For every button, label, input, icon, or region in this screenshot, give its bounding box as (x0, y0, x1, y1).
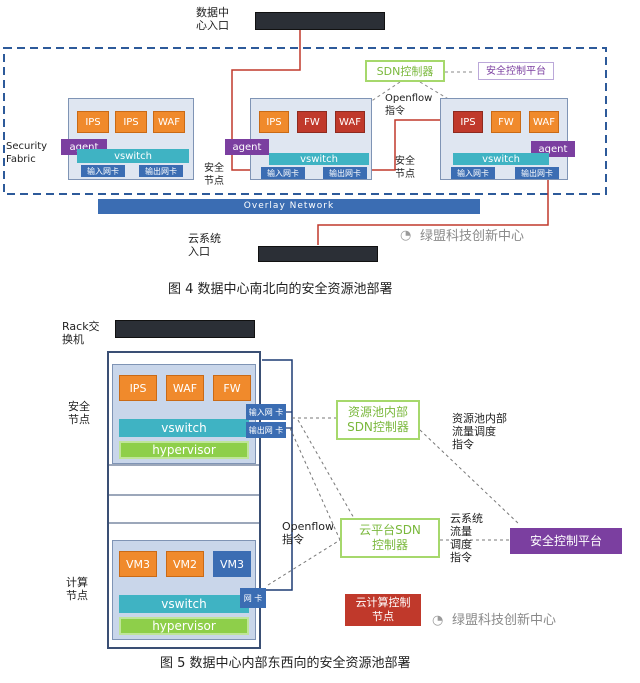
pool-sdn-controller: 资源池内部 SDN控制器 (336, 400, 420, 440)
security-node-right: 安全 节点 (395, 156, 415, 180)
sec-vswitch: vswitch (119, 419, 249, 437)
dc-entry-label: 数据中 心入口 (196, 6, 229, 32)
compute-vswitch: vswitch (119, 595, 249, 613)
fig4-node-1: IPS IPS WAF agent vswitch 输入网卡 输出网卡 (61, 98, 194, 180)
watermark-icon-2: ◔ (432, 613, 444, 628)
node1-box-3: WAF (153, 111, 185, 133)
cloud-compute-node: 云计算控制 节点 (345, 594, 421, 626)
vm-box-2: VM2 (166, 551, 204, 577)
security-fabric-label: Security Fabric (6, 141, 48, 165)
node2-agent: agent (225, 139, 269, 155)
vm-box-3: VM3 (213, 551, 251, 577)
in-nic: 输入网 卡 (246, 404, 286, 420)
sec-box-3: FW (213, 375, 251, 401)
node2-out-nic: 输出网卡 (323, 167, 367, 179)
cloud-entry-switch (258, 246, 378, 262)
sdn-controller: SDN控制器 (365, 60, 445, 82)
cloud-sdn-controller: 云平台SDN 控制器 (340, 518, 440, 558)
fig4-node-3: IPS FW WAF agent vswitch 输入网卡 输出网卡 (440, 98, 575, 180)
dc-entry-switch (255, 12, 385, 30)
node1-out-nic: 输出网卡 (139, 165, 183, 177)
fig4-caption: 图 4 数据中心南北向的安全资源池部署 (168, 282, 393, 297)
rack-switch (115, 320, 255, 338)
compute-nic: 网 卡 (240, 588, 266, 608)
rack-switch-label: Rack交 换机 (62, 320, 100, 346)
vm-box-1: VM3 (119, 551, 157, 577)
node1-vswitch: vswitch (77, 149, 189, 163)
fig5-caption: 图 5 数据中心内部东西向的安全资源池部署 (160, 656, 411, 671)
cloud-entry-label: 云系统 入口 (188, 232, 221, 258)
watermark-icon-1: ◔ (400, 228, 412, 243)
security-node-left: 安全 节点 (204, 163, 224, 187)
openflow-label-2: Openflow 指令 (282, 520, 335, 546)
security-platform: 安全控制平台 (478, 62, 554, 80)
node3-in-nic: 输入网卡 (451, 167, 495, 179)
compute-node-label: 计算 节点 (66, 576, 88, 602)
cloud-flow-label: 云系统 流量 调度 指令 (450, 512, 483, 564)
fig5-watermark: 绿盟科技创新中心 (452, 613, 557, 628)
fig4-watermark: 绿盟科技创新中心 (420, 229, 525, 244)
fig5-compute-node: VM3 VM2 VM3 vswitch hypervisor (112, 540, 256, 640)
overlay-network: Overlay Network (98, 199, 480, 214)
node3-box-2: FW (491, 111, 521, 133)
out-nic: 输出网 卡 (246, 422, 286, 438)
node3-box-1: IPS (453, 111, 483, 133)
node1-box-2: IPS (115, 111, 147, 133)
node2-box-2: FW (297, 111, 327, 133)
security-node-label: 安全 节点 (68, 400, 90, 426)
compute-hypervisor: hypervisor (119, 617, 249, 635)
fig5-security-platform: 安全控制平台 (510, 528, 622, 554)
node3-out-nic: 输出网卡 (515, 167, 559, 179)
node3-vswitch: vswitch (453, 153, 549, 165)
node3-box-3: WAF (529, 111, 559, 133)
node1-box-1: IPS (77, 111, 109, 133)
node2-box-1: IPS (259, 111, 289, 133)
node2-vswitch: vswitch (269, 153, 369, 165)
node2-in-nic: 输入网卡 (261, 167, 305, 179)
node2-box-3: WAF (335, 111, 365, 133)
fig5-security-node: IPS WAF FW vswitch hypervisor (112, 364, 256, 464)
sec-hypervisor: hypervisor (119, 441, 249, 459)
openflow-label: Openflow 指令 (385, 93, 433, 117)
sec-box-2: WAF (166, 375, 204, 401)
fig4-node-2: IPS FW WAF agent vswitch 输入网卡 输出网卡 (225, 98, 372, 180)
node1-in-nic: 输入网卡 (81, 165, 125, 177)
sec-box-1: IPS (119, 375, 157, 401)
pool-flow-label: 资源池内部 流量调度 指令 (452, 412, 507, 451)
